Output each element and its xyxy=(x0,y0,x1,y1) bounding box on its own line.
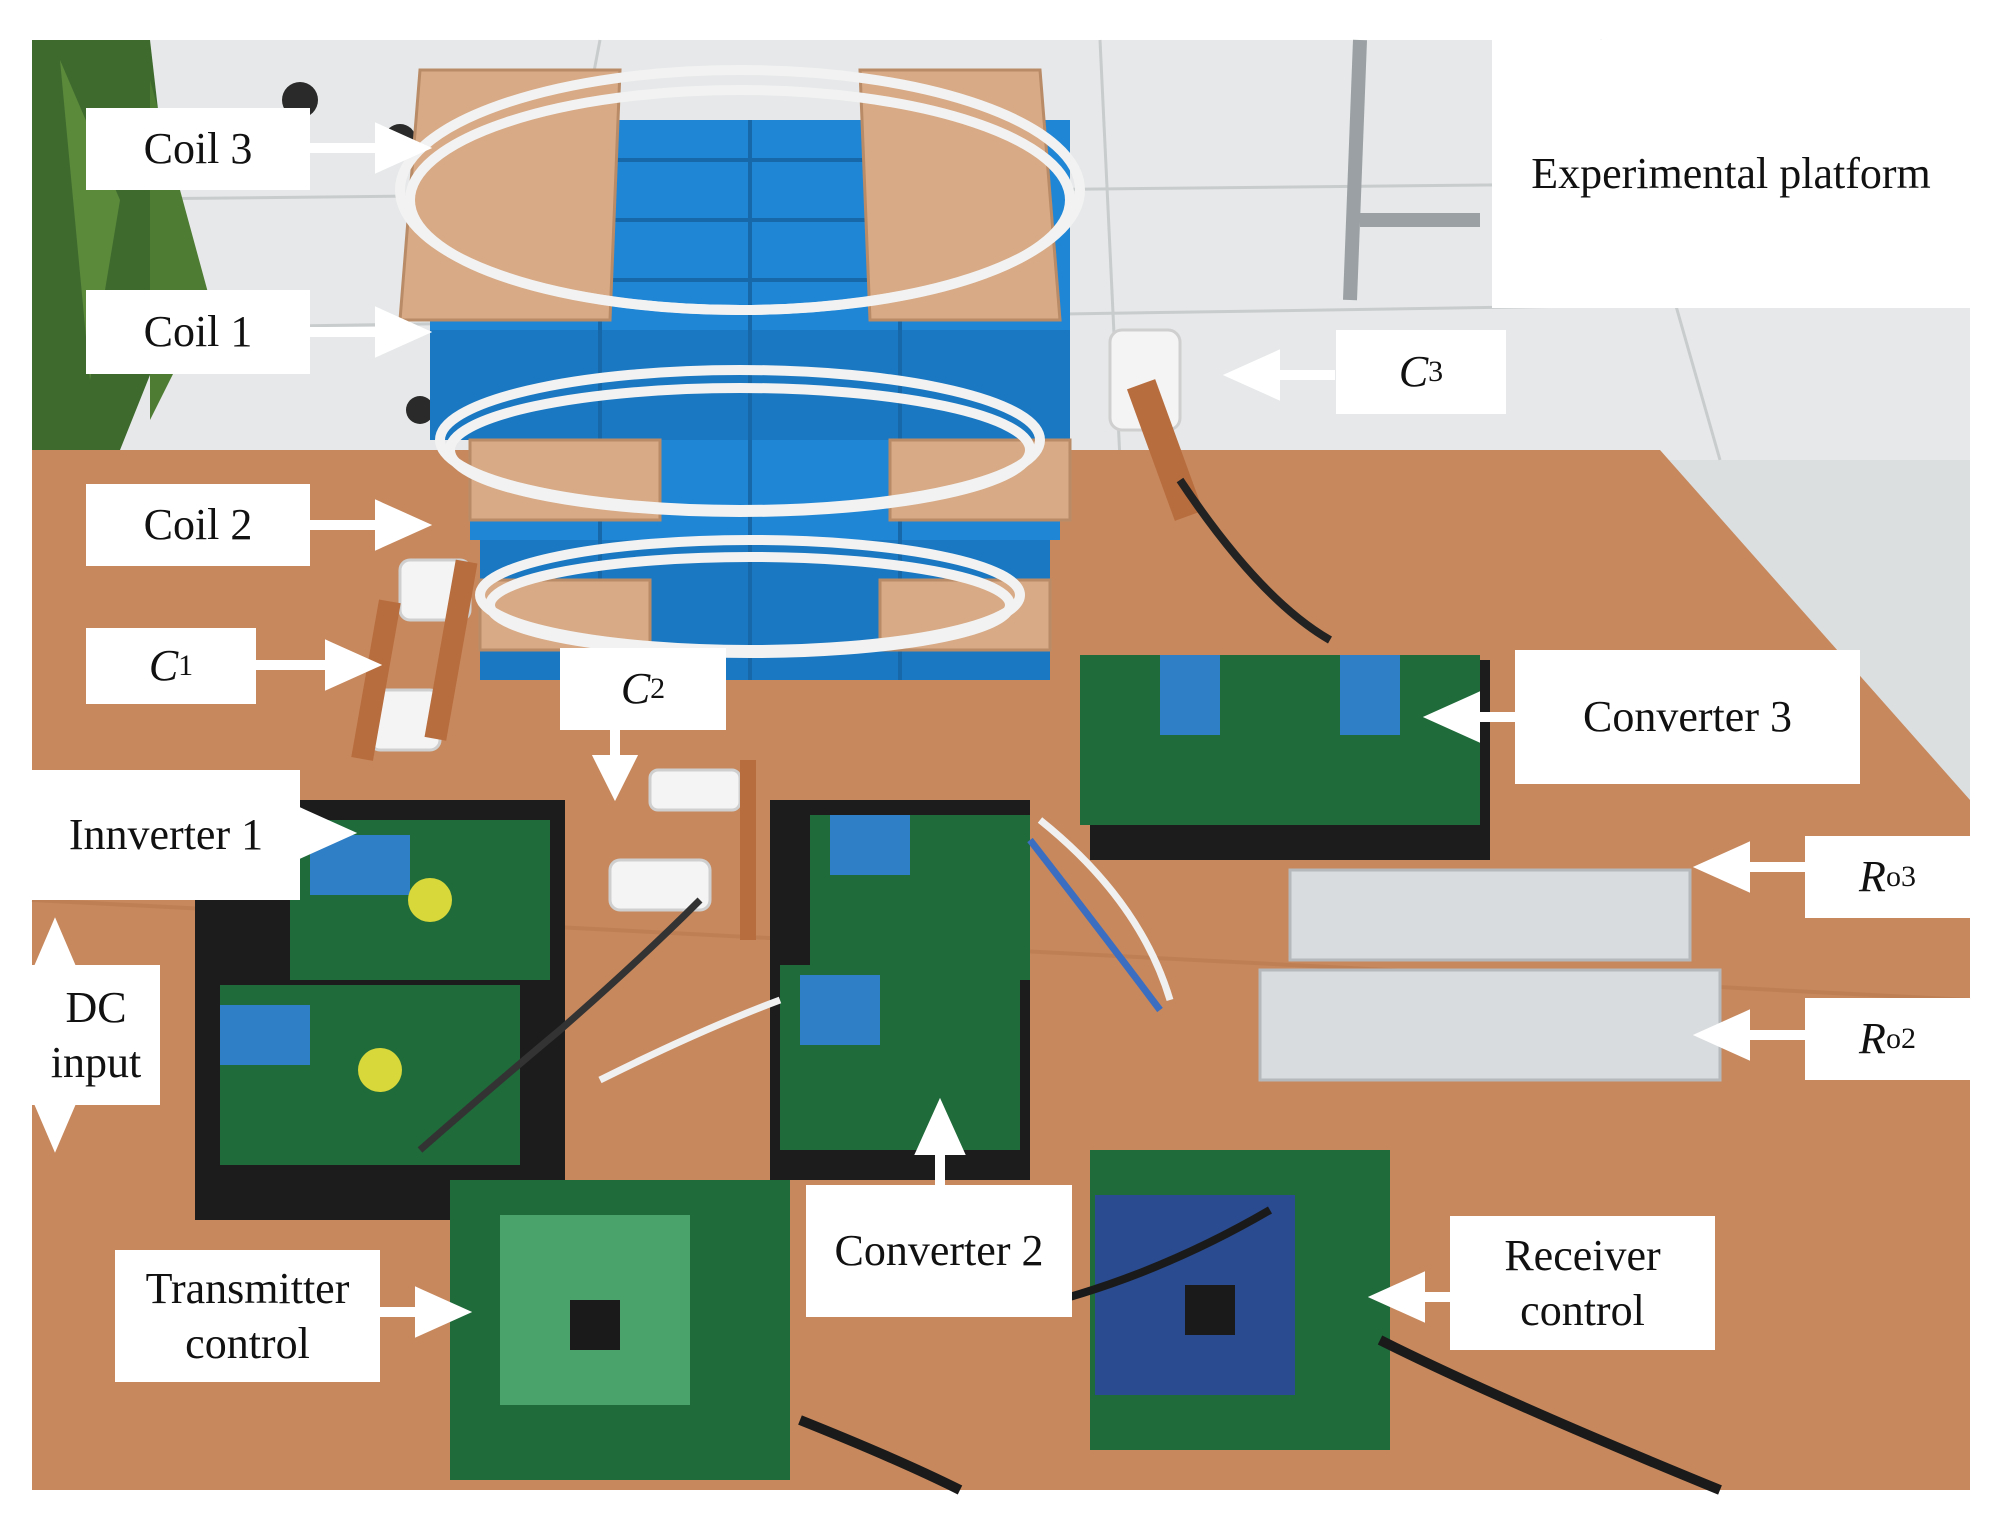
label-c2-subscript: 2 xyxy=(650,672,666,705)
label-c1-subscript: 1 xyxy=(178,649,194,682)
label-dc-input: DC input xyxy=(32,965,160,1105)
converter-3-board xyxy=(1080,655,1490,860)
label-inverter-1: Innverter 1 xyxy=(32,770,300,900)
label-coil-3: Coil 3 xyxy=(86,108,310,190)
label-coil-1: Coil 1 xyxy=(86,290,310,374)
label-transmitter-control: Transmitter control xyxy=(115,1250,380,1382)
label-receiver-control: Receiver control xyxy=(1450,1216,1715,1350)
label-coil-2-text: Coil 2 xyxy=(143,499,253,549)
label-ro2-symbol: R xyxy=(1859,1013,1886,1063)
label-coil-2: Coil 2 xyxy=(86,484,310,566)
capacitor-c3 xyxy=(1108,328,1332,644)
label-converter-2: Converter 2 xyxy=(806,1185,1072,1317)
label-coil-3-text: Coil 3 xyxy=(143,123,253,173)
label-receiver-line2: control xyxy=(1520,1286,1645,1335)
capacitor-c1 xyxy=(351,558,478,761)
metal-stand xyxy=(1343,39,1480,301)
transmitter-control-board xyxy=(450,1180,790,1480)
figure-title: Experimental platform xyxy=(1492,40,1970,308)
label-ro2-subscript: o2 xyxy=(1885,1022,1916,1055)
label-c2-symbol: C xyxy=(620,663,651,713)
coil-windings xyxy=(395,65,1085,658)
label-ro3-subscript: o3 xyxy=(1885,860,1916,893)
label-c3-symbol: C xyxy=(1398,346,1429,396)
label-dc-input-line2: input xyxy=(50,1038,142,1087)
capacitor-c2 xyxy=(608,760,756,940)
label-ro3-symbol: R xyxy=(1859,851,1886,901)
label-converter-3-text: Converter 3 xyxy=(1583,691,1792,741)
cables xyxy=(417,817,1722,1495)
receiver-control-board xyxy=(1090,1150,1390,1450)
chair-wheel xyxy=(406,396,434,424)
label-inverter-1-text: Innverter 1 xyxy=(68,809,264,859)
label-coil-1-text: Coil 1 xyxy=(143,306,253,356)
label-converter-3: Converter 3 xyxy=(1515,650,1860,784)
pointer-arrows xyxy=(32,122,1805,1338)
load-resistors xyxy=(1258,868,1722,1082)
label-transmitter-line2: control xyxy=(185,1319,310,1368)
label-c1-symbol: C xyxy=(148,640,179,690)
converter-2-board xyxy=(770,800,1030,1180)
label-converter-2-text: Converter 2 xyxy=(834,1225,1044,1275)
label-dc-input-line1: DC xyxy=(65,983,127,1032)
label-receiver-line1: Receiver xyxy=(1504,1231,1661,1280)
label-transmitter-line1: Transmitter xyxy=(145,1264,350,1313)
label-c3-subscript: 3 xyxy=(1428,355,1444,388)
inverter-1-board xyxy=(195,800,565,1220)
figure-title-text: Experimental platform xyxy=(1531,148,1931,198)
